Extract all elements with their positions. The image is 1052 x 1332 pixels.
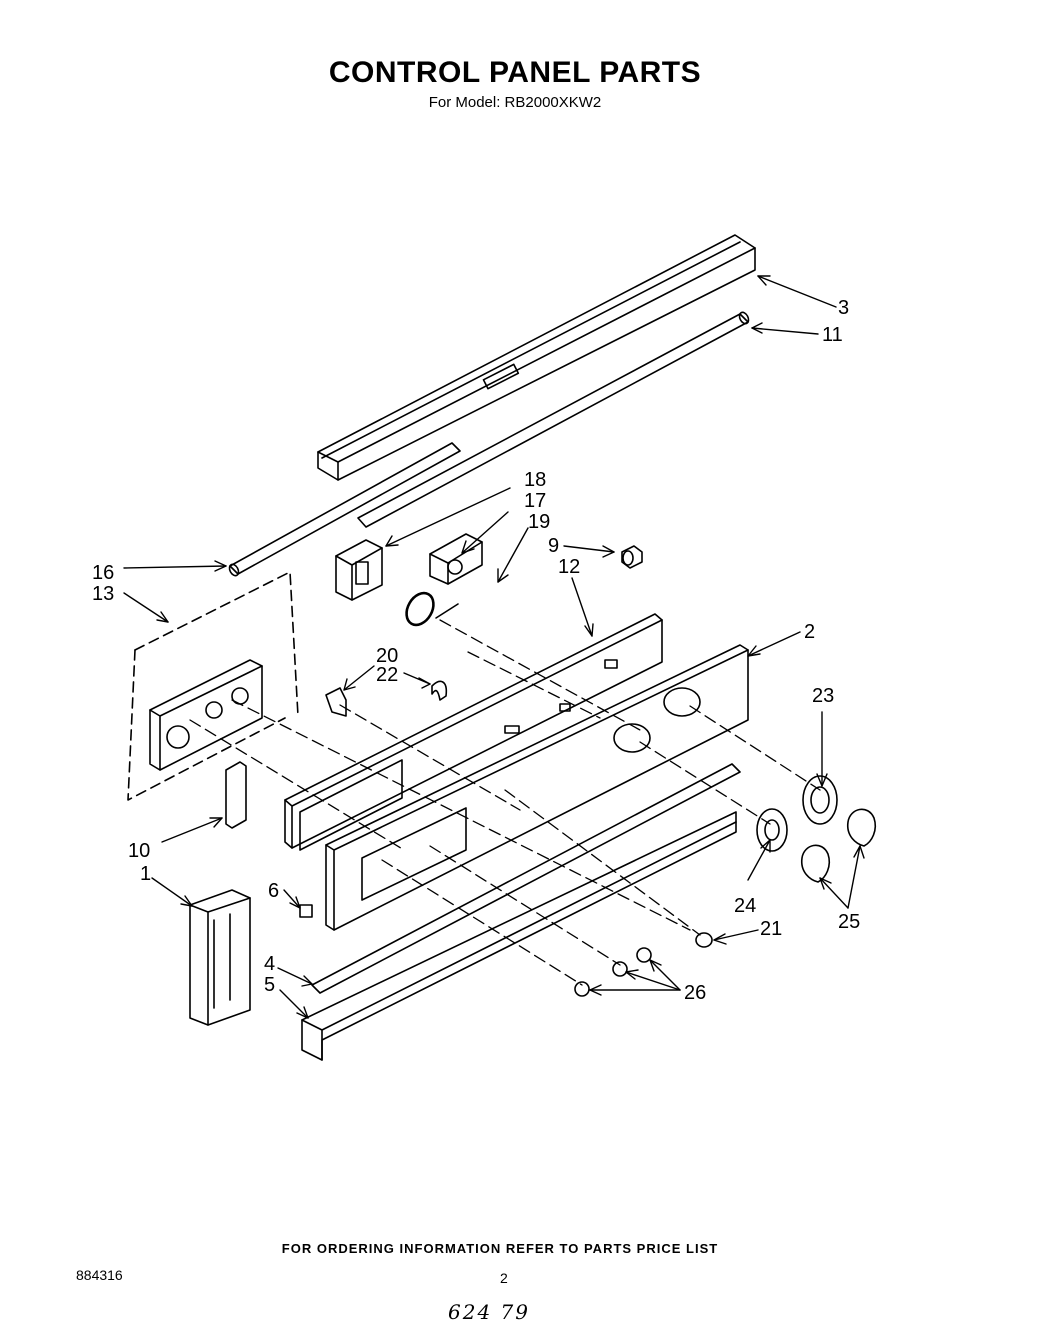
part-13-clock	[149, 659, 263, 771]
document-number: 884316	[76, 1267, 123, 1283]
model-subtitle: For Model: RB2000XKW2	[428, 94, 602, 111]
callout-1: 1	[140, 863, 151, 885]
part-12-rear-panel	[284, 613, 663, 851]
part-26-nut-b	[612, 961, 628, 977]
callout-17: 17	[524, 490, 546, 512]
part-10-bracket	[225, 761, 247, 829]
handwritten-note: 624 79	[448, 1300, 530, 1324]
callout-10: 10	[128, 840, 150, 862]
part-26-nut-a	[636, 947, 652, 963]
part-20-clip	[325, 687, 347, 717]
ordering-notice: FOR ORDERING INFORMATION REFER TO PARTS …	[281, 1241, 719, 1256]
callout-labels: 3 11 18 17 19 9 12 2 23 16 13 20 22 10 1…	[92, 297, 860, 1004]
callout-23: 23	[812, 685, 834, 707]
page-title: CONTROL PANEL PARTS	[328, 56, 702, 89]
callout-24: 24	[734, 895, 756, 917]
part-5-trim	[301, 811, 737, 1061]
callout-5: 5	[264, 974, 275, 996]
page-number: 2	[500, 1270, 508, 1286]
part-25-knob-b	[800, 844, 831, 883]
part-26-nut-c	[574, 981, 590, 997]
part-3-top-trim	[317, 234, 756, 481]
callout-20: 20	[376, 645, 398, 667]
callout-13: 13	[92, 583, 114, 605]
part-16-rod	[228, 442, 461, 577]
part-2-front-panel	[325, 644, 749, 931]
callout-22: 22	[376, 664, 398, 686]
part-21-nut	[695, 932, 713, 948]
callout-26: 26	[684, 982, 706, 1004]
part-19-pin	[435, 603, 459, 619]
part-9-clip	[621, 545, 643, 569]
callout-6: 6	[268, 880, 279, 902]
part-11-rod	[357, 311, 750, 528]
part-6-clip	[299, 904, 313, 918]
callout-25: 25	[838, 911, 860, 933]
callout-18: 18	[524, 469, 546, 491]
part-13-clock-assembly	[127, 571, 299, 801]
callout-2: 2	[804, 621, 815, 643]
part-23-knob-bezel	[802, 775, 838, 825]
callout-21: 21	[760, 918, 782, 940]
callout-19: 19	[528, 511, 550, 533]
assembly-lines	[189, 619, 821, 986]
part-19-ring	[405, 591, 435, 627]
part-1-block	[189, 889, 251, 1026]
part-17-switch	[429, 533, 483, 585]
part-22-clip	[431, 680, 448, 701]
callout-16: 16	[92, 562, 114, 584]
part-4-trim	[311, 763, 741, 994]
part-24-knob-bezel	[756, 808, 788, 852]
part-18-switch	[335, 539, 383, 601]
callout-11: 11	[822, 324, 843, 346]
callout-3: 3	[838, 297, 849, 319]
leader-lines	[123, 275, 865, 1019]
callout-12: 12	[558, 556, 580, 578]
callout-9: 9	[548, 535, 559, 557]
callout-4: 4	[264, 953, 275, 975]
part-25-knob-a	[846, 808, 877, 847]
